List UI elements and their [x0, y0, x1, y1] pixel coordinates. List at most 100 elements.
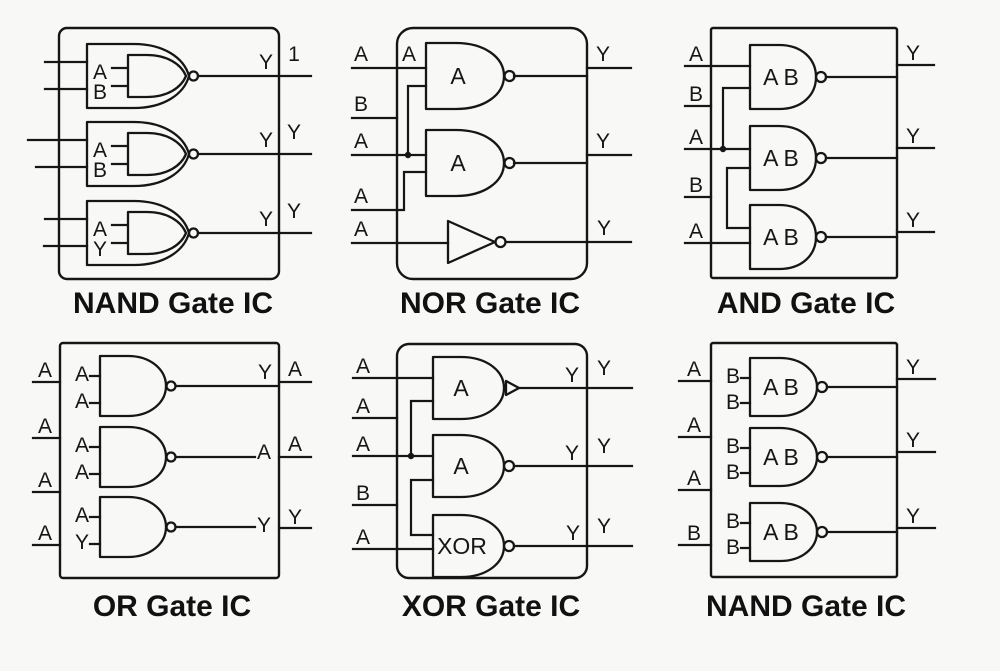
inversion-bubble: [503, 156, 516, 170]
gate-input-label: A: [75, 461, 89, 484]
output-label: A: [288, 433, 302, 456]
gate-input-label: Y: [75, 531, 89, 554]
output-label: Y: [257, 514, 271, 537]
pin-label: A: [687, 467, 701, 490]
ic-outline: [709, 341, 899, 579]
ic-title: AND Gate IC: [717, 287, 895, 320]
pin-label: B: [689, 174, 703, 197]
gate-input-label: A: [75, 434, 89, 457]
output-label: 1: [288, 43, 300, 66]
and-gate-symbol: [98, 354, 168, 418]
gate-label: A: [453, 453, 469, 479]
output-label: Y: [597, 435, 611, 458]
gate-input-label: B: [726, 435, 740, 458]
pin-label: B: [93, 159, 107, 182]
diagram-nor-ic: A A B A A A A A Y Y Y NOR Gate IC: [350, 26, 633, 320]
output-label: Y: [259, 51, 273, 74]
ic-outline: [395, 26, 589, 281]
ic-title: NAND Gate IC: [73, 287, 273, 320]
inversion-bubble: [502, 539, 516, 553]
pin-label: A: [356, 433, 370, 456]
wire-set: [26, 60, 313, 248]
pin-label: A: [356, 526, 370, 549]
output-label: Y: [566, 522, 580, 545]
inversion-bubble: [165, 521, 177, 533]
junction-dot: [719, 145, 727, 153]
and-gate-symbol: [431, 355, 506, 421]
inversion-bubble: [815, 525, 829, 539]
inversion-bubble: [503, 69, 516, 83]
ic-title: NOR Gate IC: [400, 287, 580, 320]
inversion-bubble: [187, 227, 200, 239]
gate-input-label: A: [75, 390, 89, 413]
pin-label: A: [687, 414, 701, 437]
output-label: Y: [287, 200, 301, 223]
output-label: Y: [565, 364, 579, 387]
output-label: Y: [258, 361, 272, 384]
junction-dot: [407, 452, 415, 460]
pin-label: A: [354, 43, 368, 66]
gate-label: A B: [763, 444, 799, 470]
pin-label: A: [356, 355, 370, 378]
diagram-and-ic: A B A B A A B A B A B Y Y Y AND Gate IC: [683, 26, 936, 320]
wire-set: [31, 374, 313, 547]
output-label: Y: [596, 130, 610, 153]
output-label: Y: [906, 209, 920, 232]
pin-label: A: [689, 43, 703, 66]
wire-set: [683, 63, 936, 245]
pin-label: A: [354, 218, 368, 241]
diagram-nand-ic-1: A B Y 1 A B Y Y A Y Y Y NAND Gate IC: [26, 26, 313, 320]
buffer-arrow: [504, 379, 521, 397]
gate-label: A: [450, 63, 466, 89]
wire-set: [350, 66, 633, 245]
pin-label: B: [354, 93, 368, 116]
gate-label: A B: [763, 519, 799, 545]
wire-set: [677, 376, 937, 550]
pin-label: A: [689, 126, 703, 149]
pin-label: B: [689, 83, 703, 106]
output-label: A: [257, 441, 271, 464]
pin-label: A: [354, 130, 368, 153]
ic-title: OR Gate IC: [93, 590, 251, 623]
ic-outline: [709, 26, 899, 280]
gate-input-label: B: [726, 365, 740, 388]
inversion-bubble: [814, 230, 828, 244]
output-label: Y: [596, 43, 610, 66]
output-label: Y: [597, 515, 611, 538]
output-label: Y: [259, 129, 273, 152]
output-label: Y: [906, 42, 920, 65]
output-label: Y: [259, 208, 273, 231]
output-label: Y: [906, 429, 920, 452]
output-label: A: [288, 358, 302, 381]
pin-label: A: [93, 218, 107, 241]
gate-input-label: A: [75, 504, 89, 527]
diagram-xor-ic: A A A B A A A XOR Y Y Y Y Y Y XOR Gate I…: [351, 342, 634, 623]
pin-label: A: [38, 522, 52, 545]
gate-label: A: [453, 375, 469, 401]
output-label: Y: [597, 357, 611, 380]
and-gate-symbol: [98, 495, 168, 559]
ic-title: XOR Gate IC: [402, 590, 580, 623]
output-label: Y: [597, 217, 611, 240]
ic-title: NAND Gate IC: [706, 590, 906, 623]
pin-label: A: [356, 395, 370, 418]
pin-label: A: [38, 469, 52, 492]
gate-input-label: B: [726, 510, 740, 533]
pin-label: A: [38, 359, 52, 382]
gate-label: A: [450, 150, 466, 176]
output-label: Y: [906, 505, 920, 528]
pin-label: B: [687, 522, 701, 545]
inversion-bubble: [815, 380, 829, 394]
gate-label: XOR: [437, 533, 487, 559]
wire-set: [351, 376, 634, 551]
gate-input-label: B: [726, 391, 740, 414]
inversion-bubble: [187, 70, 200, 82]
pin-label: A: [687, 358, 701, 381]
pin-label: B: [93, 81, 107, 104]
inversion-bubble: [165, 380, 177, 392]
gate-label: A B: [763, 224, 799, 250]
output-label: Y: [288, 506, 302, 529]
inverter-symbol: [446, 219, 497, 265]
